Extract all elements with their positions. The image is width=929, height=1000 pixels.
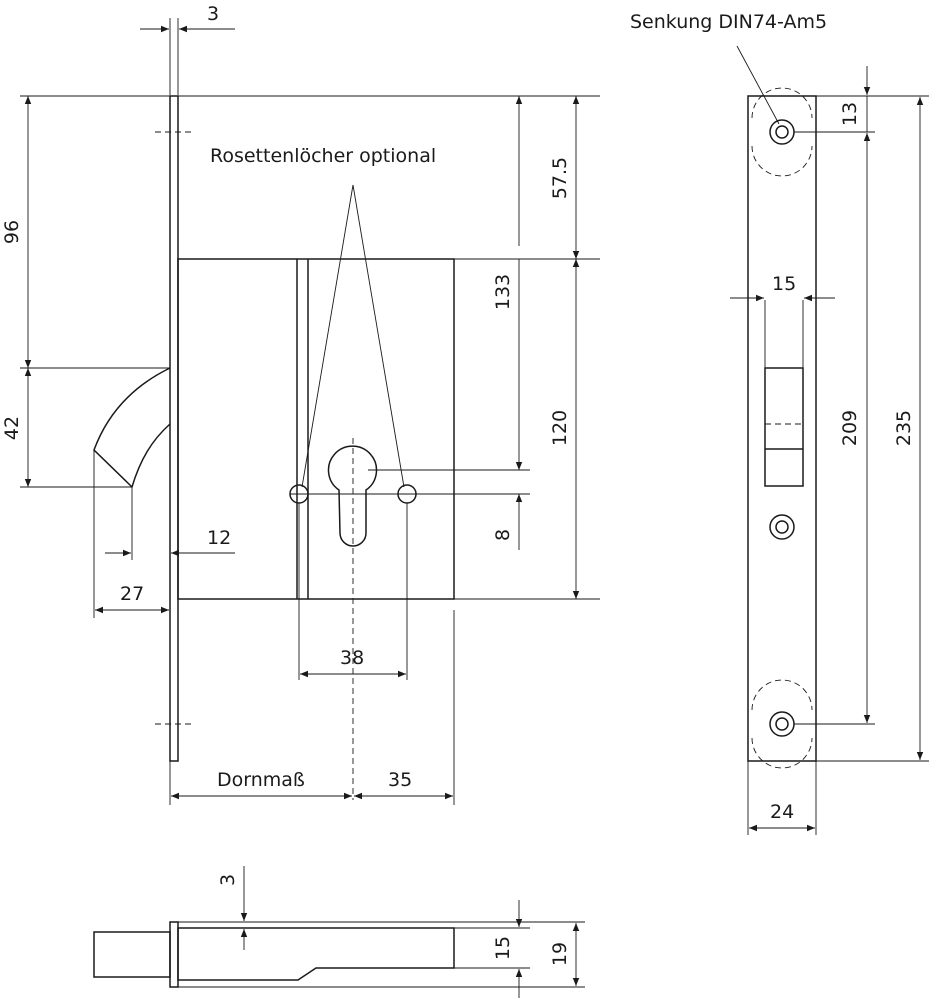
dim-235: 235 [893,410,915,446]
lock-body [177,258,455,600]
dim-12: 12 [207,527,231,549]
dim-3-bottom: 3 [217,874,239,886]
dim-19: 19 [549,942,571,966]
dim-209: 209 [839,410,861,446]
countersink-top [751,87,813,177]
dim-35: 35 [388,769,412,791]
dim-15-face: 15 [772,273,796,295]
countersink-leader [736,45,780,125]
hook-bolt [93,367,171,489]
body-side [177,927,455,981]
faceplate-side [169,921,179,988]
dim-133: 133 [492,274,514,310]
dim-8: 8 [492,529,514,541]
dim-38: 38 [340,647,364,669]
faceplate [169,95,179,762]
bolt-side [93,931,171,978]
bottom-view: 3 15 19 [93,866,585,998]
front-view: Rosettenlöcher optional 3 96 42 57.5 133… [1,3,600,805]
rosette-leader-left [301,184,354,488]
screw-hole-middle-outer [769,514,795,540]
faceplate-front [747,95,817,762]
rosette-label: Rosettenlöcher optional [210,145,436,167]
dim-3-top: 3 [207,3,219,25]
dim-15-bottom: 15 [492,936,514,960]
dim-13: 13 [839,102,861,126]
screw-hole-bottom-outer [769,711,795,737]
faceplate-view: Senkung DIN74-Am5 13 15 209 235 24 [630,11,929,835]
dim-120: 120 [549,410,571,446]
cylinder-profile [327,445,378,547]
dornmass-label: Dornmaß [217,769,305,791]
dim-57-5: 57.5 [549,157,571,199]
screw-hole-bottom-inner [775,717,789,731]
countersink-label: Senkung DIN74-Am5 [630,11,827,33]
screw-hole-top-outer [769,119,795,145]
rosette-leader-right [352,184,405,488]
dim-24: 24 [770,801,794,823]
screw-hole-top-inner [775,125,789,139]
bolt-opening [764,367,804,487]
dim-96: 96 [1,220,23,244]
dim-42: 42 [1,416,23,440]
countersink-bottom [751,679,813,769]
dim-27: 27 [120,583,144,605]
screw-hole-middle-inner [775,520,789,534]
